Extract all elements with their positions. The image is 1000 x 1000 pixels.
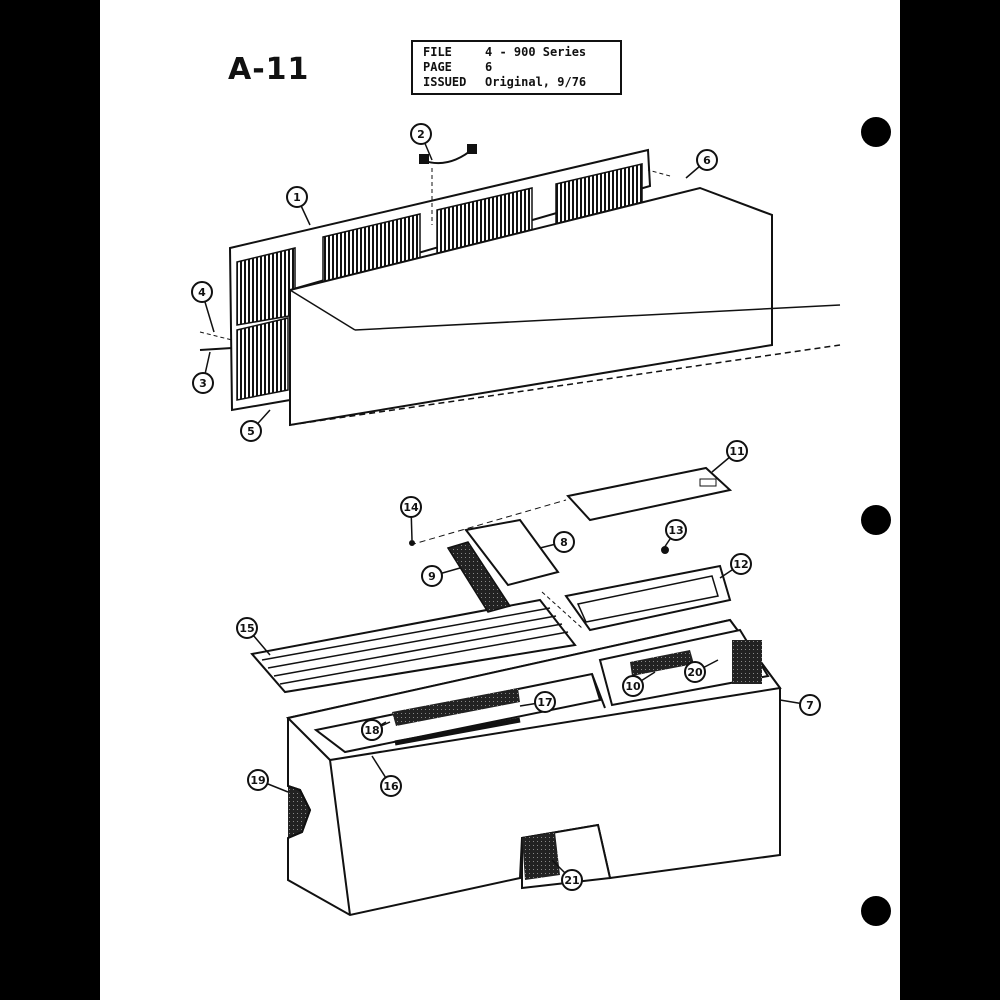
callout-number: 20 [687, 666, 703, 679]
callout-circle [361, 719, 383, 741]
callout-number: 12 [733, 558, 748, 571]
callout-circle [240, 420, 262, 442]
callout-number: 2 [417, 128, 425, 141]
callout-circle [665, 519, 687, 541]
binder-hole [861, 896, 891, 926]
callout-circle [726, 440, 748, 462]
page-id: A-11 [228, 52, 310, 87]
info-value: 4 - 900 Series [485, 45, 587, 59]
info-row-page: PAGE 6 [423, 60, 620, 75]
callout-17: 17 [519, 691, 556, 713]
callout-number: 18 [364, 724, 379, 737]
callout-number: 14 [403, 501, 419, 514]
callout-circle [421, 565, 443, 587]
callout-19: 19 [247, 769, 289, 793]
callout-number: 10 [625, 680, 641, 693]
drain-pan [564, 564, 732, 632]
callout-7: 7 [779, 694, 821, 716]
cabinet-top-slab [289, 186, 841, 427]
callout-circle [730, 553, 752, 575]
callout-number: 8 [560, 536, 568, 549]
callout-number: 11 [729, 445, 744, 458]
info-row-issued: ISSUED Original, 9/76 [423, 75, 620, 90]
callout-2: 2 [410, 123, 433, 161]
callout-number: 6 [703, 154, 711, 167]
callout-number: 5 [247, 425, 255, 438]
callout-8: 8 [539, 531, 575, 553]
callout-21: 21 [551, 859, 583, 891]
info-label: FILE [423, 45, 452, 59]
callout-circle [696, 149, 718, 171]
callout-5: 5 [240, 409, 271, 442]
info-value: 6 [485, 60, 493, 74]
callout-12: 12 [719, 553, 752, 579]
callout-circle [561, 869, 583, 891]
callout-number: 7 [806, 699, 814, 712]
callout-number: 19 [250, 774, 265, 787]
binder-hole [861, 117, 891, 147]
callout-circle [553, 531, 575, 553]
callout-4: 4 [191, 281, 215, 333]
callout-circle [286, 186, 308, 208]
callout-number: 3 [199, 377, 207, 390]
callout-number: 9 [428, 570, 436, 583]
callout-circle [684, 661, 706, 683]
callout-number: 15 [239, 622, 254, 635]
callout-20: 20 [684, 659, 719, 683]
callout-number: 21 [564, 874, 579, 887]
callout-circle [192, 372, 214, 394]
callout-number: 16 [383, 780, 399, 793]
callout-number: 17 [537, 696, 552, 709]
condenser-coil-tray [250, 591, 583, 694]
callout-circle [380, 775, 402, 797]
info-label: PAGE [423, 60, 452, 74]
callout-10: 10 [622, 671, 656, 697]
callout-circle [410, 123, 432, 145]
callout-number: 13 [668, 524, 683, 537]
callout-1: 1 [286, 186, 311, 226]
callout-circle [400, 496, 422, 518]
callout-14: 14 [400, 496, 422, 541]
callout-circle [247, 769, 269, 791]
info-row-file: FILE 4 - 900 Series [423, 45, 620, 60]
filter-strip [446, 541, 512, 613]
callout-circle [534, 691, 556, 713]
callout-number: 4 [198, 286, 206, 299]
file-info-box: FILE 4 - 900 Series PAGE 6 ISSUED Origin… [411, 40, 622, 95]
baffle-plate [464, 518, 560, 587]
callout-3: 3 [192, 351, 214, 394]
callout-15: 15 [236, 617, 271, 656]
callout-circle [191, 281, 213, 303]
callout-11: 11 [711, 440, 748, 473]
callout-circle [799, 694, 821, 716]
top-cover-panel [409, 466, 733, 554]
wall-bracket [199, 144, 671, 351]
callout-circle [236, 617, 258, 639]
callout-18: 18 [361, 719, 391, 741]
callout-circle [622, 675, 644, 697]
info-label: ISSUED [423, 75, 467, 89]
callout-16: 16 [371, 755, 402, 797]
callout-number: 1 [293, 191, 301, 204]
binder-hole [861, 505, 891, 535]
callout-6: 6 [685, 149, 718, 179]
callout-13: 13 [663, 519, 687, 549]
info-value: Original, 9/76 [485, 75, 587, 89]
callout-9: 9 [421, 565, 461, 587]
